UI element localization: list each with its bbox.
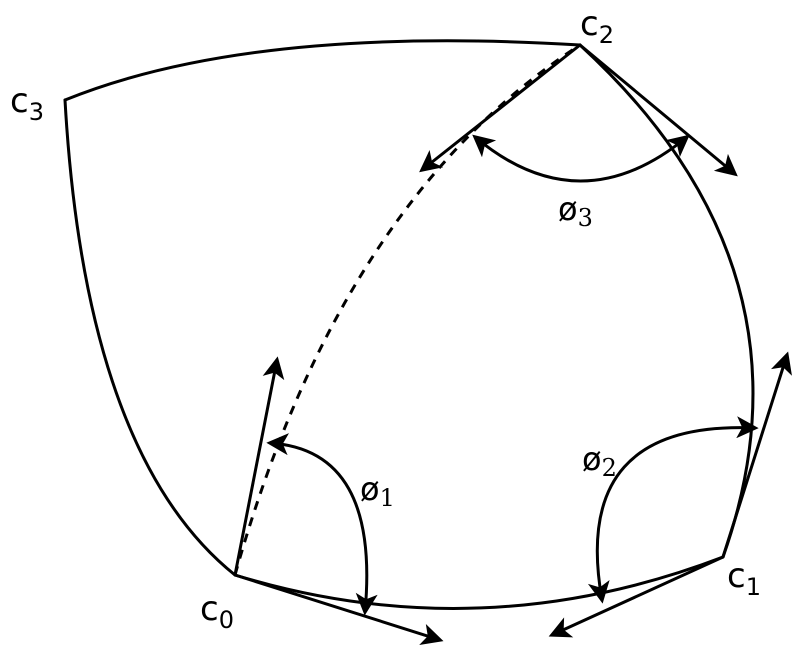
- edge-c0-c1: [233, 555, 725, 610]
- angle-label-phi3: ø3: [558, 190, 593, 232]
- angle-arc-phi2: [587, 416, 759, 604]
- edge-c2-c3: [63, 39, 582, 102]
- angle-arc-phi1: [266, 433, 378, 616]
- angle-label-phi1: ø1: [360, 470, 395, 512]
- vertex-label-c0: c0: [200, 589, 234, 634]
- tangent-arrow-c0-up: [233, 356, 285, 577]
- vertex-label-c1: c1: [727, 556, 761, 601]
- dashed-diagonal-c0-c2: [233, 43, 581, 576]
- vertex-label-c3: c3: [10, 81, 44, 126]
- tangent-arrow-c1-up: [721, 351, 792, 559]
- edge-c3-c0: [63, 98, 237, 577]
- tangent-arrow-c2-left: [419, 43, 582, 173]
- angle-arc-phi3: [472, 134, 690, 183]
- vertex-label-c2: c2: [580, 4, 614, 49]
- tangent-arrow-c2-right: [578, 43, 738, 177]
- tangent-arrow-c1-left: [548, 555, 725, 638]
- angle-label-phi2: ø2: [582, 440, 617, 482]
